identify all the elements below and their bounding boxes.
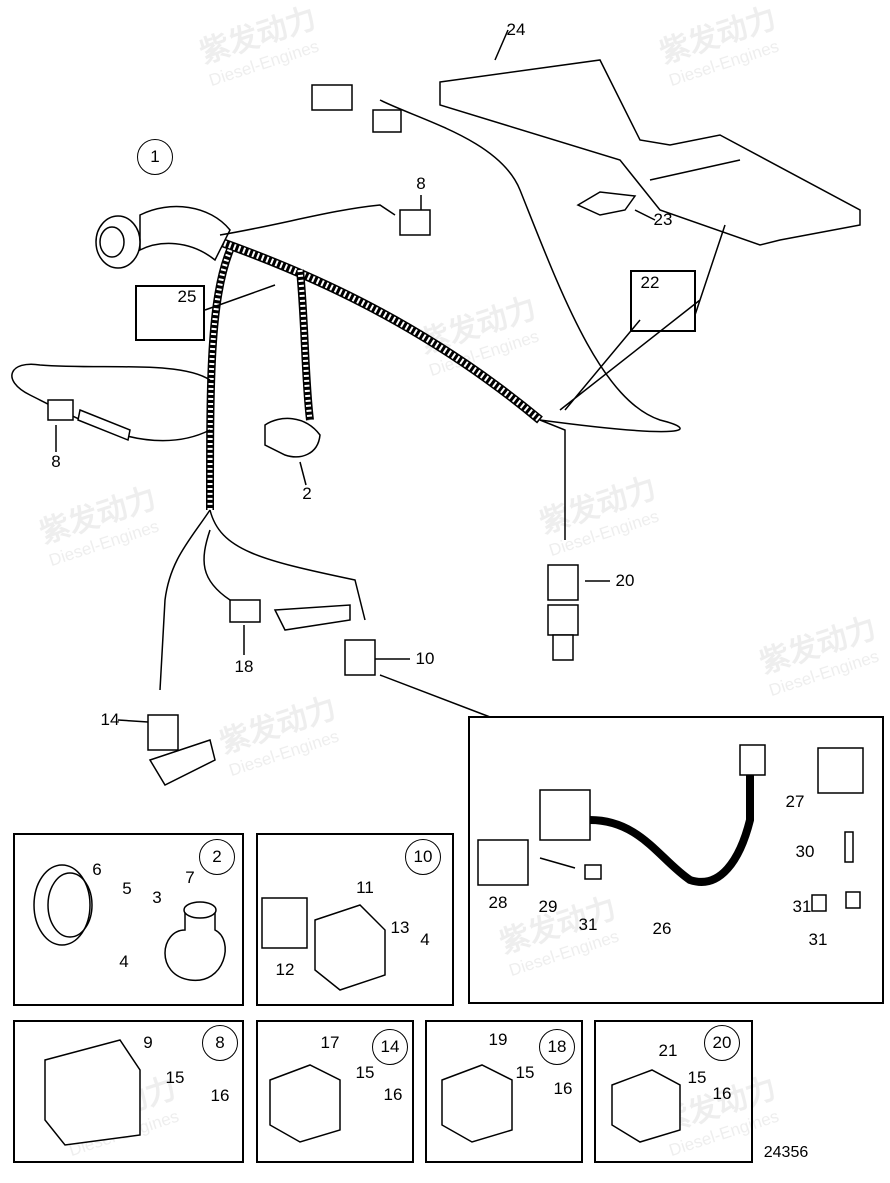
assembly-ref-1: 1 [137,139,173,175]
connector [314,904,386,991]
connector [441,1064,513,1143]
harness [589,770,754,886]
sensor [77,408,131,442]
sensor [148,739,216,786]
bracket [439,59,861,246]
connector [344,639,376,676]
detail-box-2 [13,833,244,1006]
connector [147,714,179,751]
sensor [264,417,321,458]
seal [811,894,827,912]
sensor [273,604,351,631]
document-number: 24356 [763,1144,809,1161]
sensor [552,634,574,661]
sensor [547,604,579,636]
callout-7: 7 [185,868,195,887]
callout-9: 9 [143,1033,153,1052]
callout-31: 31 [808,930,828,949]
detail-ref-10: 10 [405,839,441,875]
callout-15: 15 [687,1068,707,1087]
connector [477,839,529,886]
callout-2: 2 [302,484,312,503]
clip [576,191,637,216]
callout-10: 10 [415,649,435,668]
pin [844,831,854,863]
connector [539,789,591,841]
connector [47,399,74,421]
callout-3: 3 [152,888,162,907]
callout-26: 26 [652,919,672,938]
callout-29: 29 [538,897,558,916]
callout-23: 23 [653,210,673,229]
connector [311,84,353,111]
sensor [164,909,226,981]
callout-25: 25 [177,287,197,306]
seal [845,891,861,909]
detail-ref-20: 20 [704,1025,740,1061]
connector [261,897,308,949]
callout-27: 27 [785,792,805,811]
callout-6: 6 [92,860,102,879]
detail-box-8 [13,1020,244,1163]
callout-18: 18 [234,657,254,676]
connector [399,209,431,236]
callout-22: 22 [640,273,660,292]
detail-box-10 [256,833,454,1006]
callout-16: 16 [553,1079,573,1098]
callout-16: 16 [712,1084,732,1103]
callout-19: 19 [488,1030,508,1049]
callout-20: 20 [615,571,635,590]
callout-31: 31 [578,915,598,934]
connector [611,1069,681,1143]
callout-5: 5 [122,879,132,898]
callout-12: 12 [275,960,295,979]
callout-13: 13 [390,918,410,937]
connector [372,109,402,133]
connector [739,744,766,776]
callout-14: 14 [100,710,120,729]
detail-box-20 [594,1020,753,1163]
seal [584,864,602,880]
callout-4: 4 [420,930,430,949]
detail-box-14 [256,1020,414,1163]
clip-22-box [630,270,696,332]
connector [547,564,579,601]
detail-ref-2: 2 [199,839,235,875]
detail-10-expanded [468,716,884,1004]
callout-16: 16 [383,1085,403,1104]
callout-28: 28 [488,893,508,912]
detail-box-18 [425,1020,583,1163]
callout-15: 15 [515,1063,535,1082]
callout-4: 4 [119,952,129,971]
callout-8: 8 [51,452,61,471]
callout-30: 30 [795,842,815,861]
connector [269,1064,341,1143]
callout-8: 8 [416,174,426,193]
clip-25-box [135,285,205,341]
connector [229,599,261,623]
main-connector [139,205,231,262]
callout-31: 31 [792,897,812,916]
connector [817,747,864,794]
callout-21: 21 [658,1041,678,1060]
harness-main [213,235,543,424]
connector [44,1039,141,1146]
detail-ref-8: 8 [202,1025,238,1061]
callout-15: 15 [355,1063,375,1082]
detail-ref-18: 18 [539,1029,575,1065]
callout-16: 16 [210,1086,230,1105]
detail-ref-14: 14 [372,1029,408,1065]
callout-17: 17 [320,1033,340,1052]
callout-11: 11 [356,878,374,897]
callout-15: 15 [165,1068,185,1087]
callout-24: 24 [506,20,526,39]
